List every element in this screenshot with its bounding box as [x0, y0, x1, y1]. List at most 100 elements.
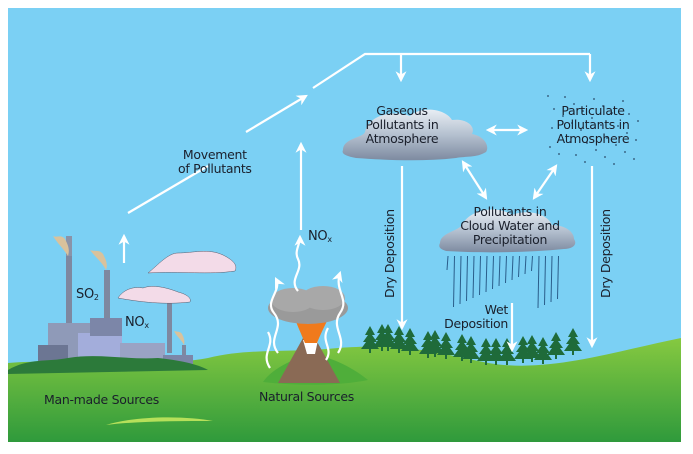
arrow-volcano-steam-1 [269, 277, 285, 354]
label-cloudwater-line2: Cloud Water and [460, 218, 560, 233]
particle-dot [617, 125, 619, 127]
label-so2-sub: 2 [93, 293, 99, 302]
raindrop [505, 255, 507, 284]
particle-dot [573, 103, 575, 105]
particle-dot [591, 117, 593, 119]
particle-dot [560, 134, 562, 136]
raindrop [531, 255, 533, 272]
particle-dot [604, 156, 606, 158]
particle-dot [582, 110, 584, 112]
raindrop [544, 255, 546, 306]
raindrop [459, 255, 462, 305]
raindrop [453, 255, 455, 308]
label-nox-volcano-sub: x [327, 235, 332, 244]
label-particulate-line2: Pollutants in [556, 117, 630, 132]
particle-dot [553, 108, 555, 110]
label-wet-line1: Wet [484, 302, 509, 317]
particle-dot [628, 113, 630, 115]
particle-dot [637, 120, 639, 122]
particle-dot [549, 146, 551, 148]
label-nox-volcano-base: NO [308, 229, 328, 244]
arrow-gas-cloudwater [461, 160, 488, 200]
arrow-particulate-cloudwater [532, 164, 558, 200]
label-wet-line2: Deposition [444, 316, 508, 331]
gaseous-cloud [342, 109, 488, 161]
label-movement: Movement of Pollutants [178, 148, 252, 176]
raindrop [472, 255, 475, 299]
label-gaseous-line2: Pollutants in [365, 117, 439, 132]
forest [361, 324, 582, 365]
pink-cloud-large [147, 251, 237, 274]
particle-dot [633, 158, 635, 160]
particle-dot [602, 105, 604, 107]
raindrop [498, 255, 501, 287]
particulate-dots [547, 95, 639, 165]
label-natural-sources: Natural Sources [259, 389, 355, 404]
label-gaseous-line1: Gaseous [376, 103, 428, 118]
particle-dot [575, 154, 577, 156]
raindrop [518, 255, 520, 278]
tree-icon [401, 328, 419, 355]
raindrop [511, 255, 514, 281]
particle-dot [569, 141, 571, 143]
label-gaseous-line3: Atmosphere [365, 131, 439, 146]
tree-icon [379, 324, 397, 351]
tree-icon [437, 332, 455, 359]
tree-icon [547, 332, 565, 359]
arrow-movement-mid [245, 94, 308, 133]
tree-icon [462, 336, 480, 363]
particle-dot [611, 112, 613, 114]
volcano [263, 286, 368, 385]
particle-dot [580, 129, 582, 131]
label-gaseous: Gaseous Pollutants in Atmosphere [352, 104, 452, 146]
label-nox-volcano: NOx [308, 230, 332, 247]
arrow-movement-top [312, 52, 590, 89]
label-so2-base: SO [76, 287, 94, 302]
particle-dot [593, 98, 595, 100]
arrow-volcano-steam-4 [265, 331, 272, 369]
diagram-scene: Movement of Pollutants Gaseous Pollutant… [8, 8, 681, 442]
particle-dot [558, 153, 560, 155]
particle-dot [564, 96, 566, 98]
particle-dot [635, 139, 637, 141]
label-cloudwater-line3: Precipitation [472, 232, 548, 247]
label-nox-factory-sub: x [144, 321, 149, 330]
tree-icon [523, 335, 541, 362]
label-particulate-line3: Atmosphere [556, 131, 630, 146]
precipitation-cloud [439, 209, 576, 253]
label-cloud-water: Pollutants in Cloud Water and Precipitat… [455, 205, 565, 247]
particle-dot [622, 100, 624, 102]
particle-dot [562, 115, 564, 117]
arrows [118, 52, 598, 369]
arrow-movement-lower [127, 165, 209, 214]
particle-dot [624, 151, 626, 153]
label-cloudwater-line1: Pollutants in [473, 204, 547, 219]
rain [446, 255, 559, 309]
particle-dot [615, 144, 617, 146]
raindrop [485, 255, 488, 293]
particle-dot [551, 127, 553, 129]
diagram-artwork [8, 52, 681, 442]
label-particulate-line1: Particulate [561, 103, 625, 118]
label-man-made-sources: Man-made Sources [44, 392, 159, 407]
particle-dot [595, 149, 597, 151]
raindrop [524, 255, 527, 275]
arrow-volcano-steam-5 [324, 327, 330, 361]
tree-icon [390, 326, 408, 353]
label-dry-deposition-right: Dry Deposition [598, 209, 613, 298]
tree-icon [534, 337, 552, 364]
factory [8, 236, 208, 374]
particle-dot [584, 161, 586, 163]
label-movement-line2: of Pollutants [178, 161, 252, 176]
particle-dot [586, 142, 588, 144]
raindrop [550, 255, 553, 303]
label-nox-factory: NOx [125, 316, 149, 333]
raindrop [446, 255, 449, 271]
particle-dot [613, 163, 615, 165]
label-dry-deposition-left: Dry Deposition [382, 209, 397, 298]
raindrop [557, 255, 559, 300]
particle-dot [626, 132, 628, 134]
particle-dot [600, 124, 602, 126]
raindrop [466, 255, 468, 302]
raindrop [537, 255, 540, 309]
